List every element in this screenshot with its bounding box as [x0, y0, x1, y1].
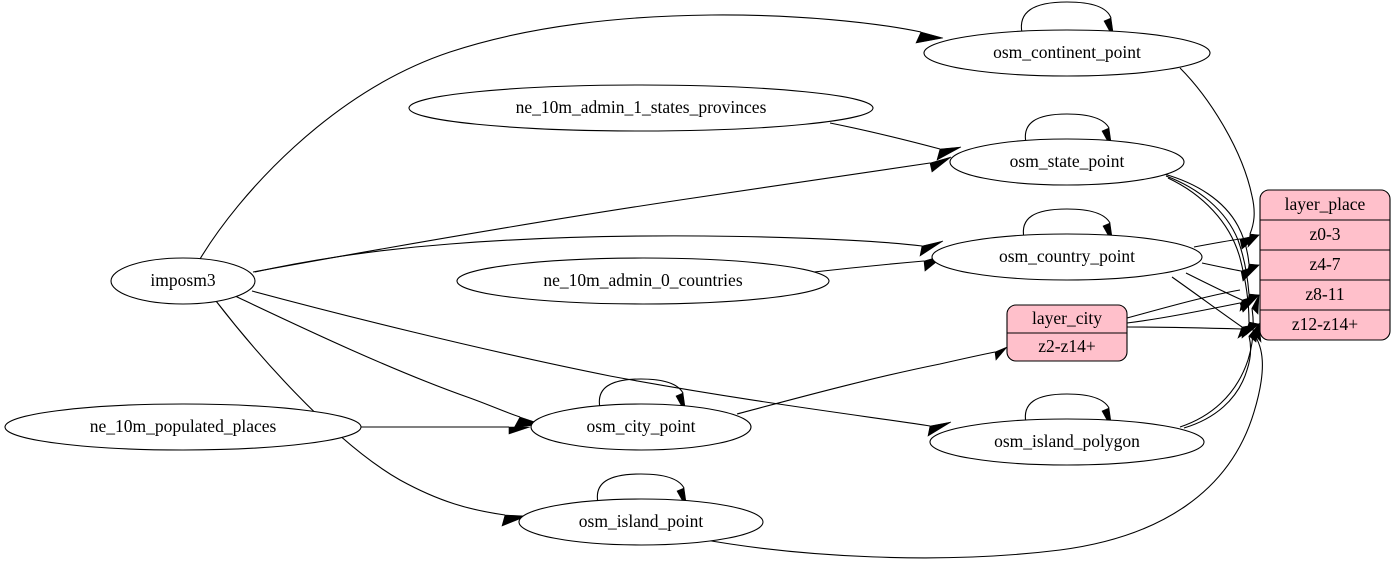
node-osm_island_polygon-label: osm_island_polygon	[994, 431, 1140, 451]
edge-ne_10m_admin_0_countries-to-osm_country_point	[813, 254, 946, 273]
node-osm_country_point[interactable]: osm_country_point	[931, 233, 1203, 281]
edge-imposm3-to-osm_continent_point	[199, 14, 944, 260]
edge-imposm3-to-osm_country_point	[254, 235, 944, 273]
node-ne_10m_populated_places-label: ne_10m_populated_places	[90, 416, 277, 436]
node-ne_10m_populated_places[interactable]: ne_10m_populated_places	[4, 403, 362, 451]
node-osm_city_point-label: osm_city_point	[587, 416, 696, 436]
node-osm_continent_point-label: osm_continent_point	[993, 42, 1141, 62]
node-osm_island_point-label: osm_island_point	[579, 511, 704, 531]
record-node-layer_city[interactable]: layer_city z2-z14+	[1006, 304, 1128, 362]
record-row-layer_city-header[interactable]: layer_city	[1032, 308, 1102, 328]
node-osm_island_polygon[interactable]: osm_island_polygon	[929, 418, 1205, 466]
edge-layer_city-to-layer_place-z8_11	[1126, 294, 1260, 324]
edge-imposm3-to-osm_city_point	[234, 295, 542, 429]
edge-osm_island_polygon-to-layer_place-z12_z14	[1183, 322, 1260, 429]
edge-ne_10m_admin_1_states_provinces-to-osm_state_point	[829, 122, 962, 161]
node-ne_10m_admin_1_states_provinces-label: ne_10m_admin_1_states_provinces	[516, 97, 767, 117]
edge-imposm3-to-osm_state_point	[252, 156, 952, 273]
record-row-layer_city-z2-z14[interactable]: z2-z14+	[1038, 336, 1096, 356]
edge-osm_country_point-to-layer_place-z4_7	[1201, 262, 1260, 282]
node-imposm3-label: imposm3	[150, 270, 215, 290]
record-row-layer_place-z4-7[interactable]: z4-7	[1309, 254, 1340, 274]
node-osm_state_point-label: osm_state_point	[1010, 151, 1125, 171]
edge-osm_continent_point-to-layer_place-z0_3	[1179, 67, 1260, 248]
edge-ne_10m_populated_places-to-osm_city_point	[361, 426, 531, 435]
record-node-layer_place[interactable]: layer_place z0-3 z4-7 z8-11 z12-z14+	[1259, 189, 1391, 341]
node-ne_10m_admin_0_countries-label: ne_10m_admin_0_countries	[543, 270, 742, 290]
node-ne_10m_admin_0_countries[interactable]: ne_10m_admin_0_countries	[456, 257, 830, 305]
node-imposm3[interactable]: imposm3	[110, 257, 256, 305]
node-ne_10m_admin_1_states_provinces[interactable]: ne_10m_admin_1_states_provinces	[408, 84, 874, 132]
record-row-layer_place-z12-z14[interactable]: z12-z14+	[1292, 314, 1358, 334]
edge-layer_city-to-layer_place-z12_z14	[1126, 323, 1260, 339]
node-osm_state_point[interactable]: osm_state_point	[949, 138, 1185, 186]
edge-osm_city_point-to-layer_city-z2_z14	[736, 346, 1008, 415]
node-osm_island_point[interactable]: osm_island_point	[518, 498, 764, 546]
node-osm_country_point-label: osm_country_point	[999, 246, 1135, 266]
edge-imposm3-to-osm_island_polygon	[251, 290, 952, 437]
edge-layer_city-connector-upper	[1126, 289, 1241, 319]
record-row-layer_place-z0-3[interactable]: z0-3	[1309, 224, 1340, 244]
record-row-layer_place-z8-11[interactable]: z8-11	[1305, 284, 1344, 304]
edge-osm_country_point-to-layer_place-z0_3	[1193, 234, 1260, 250]
nodes-layer: imposm3 ne_10m_populated_places ne_10m_a…	[4, 29, 1391, 546]
record-row-layer_place-header[interactable]: layer_place	[1285, 194, 1366, 214]
node-osm_city_point[interactable]: osm_city_point	[530, 403, 752, 451]
node-osm_continent_point[interactable]: osm_continent_point	[923, 29, 1211, 77]
edge-osm_island_polygon-to-layer_place-z8_11	[1179, 294, 1260, 428]
